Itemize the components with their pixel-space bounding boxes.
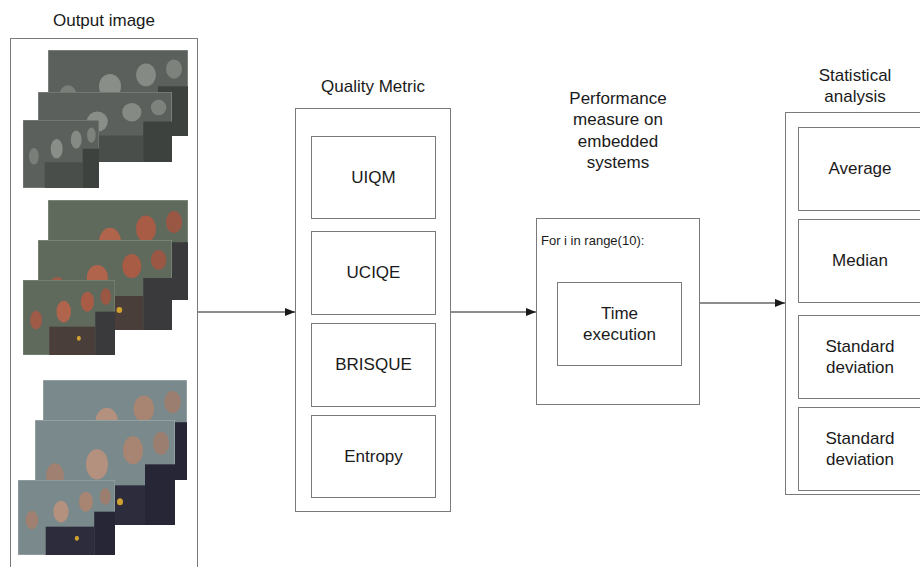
image-panel: Output image xyxy=(10,38,198,567)
flow-arrow xyxy=(700,303,785,304)
photo xyxy=(18,480,115,555)
metric-box: Entropy xyxy=(311,415,436,498)
statistic-box: Median xyxy=(798,219,920,303)
box-label: UIQM xyxy=(343,167,403,188)
box-label: UCIQE xyxy=(339,262,409,283)
box-label: Entropy xyxy=(336,446,411,467)
flow-arrow xyxy=(198,312,295,313)
box-label: Standard deviation xyxy=(799,428,920,471)
box-label: Standard deviation xyxy=(799,336,920,379)
statistic-box: Average xyxy=(798,127,920,211)
process-box: Time execution xyxy=(557,282,682,366)
loop-note: For i in range(10): xyxy=(541,233,644,249)
group-heading: Statistical analysis xyxy=(800,65,910,108)
group-box: Statistical analysisAverageMedianStandar… xyxy=(785,112,920,495)
group-heading: Quality Metric xyxy=(321,76,425,97)
box-label: Average xyxy=(820,158,899,179)
group-heading: Performance measure on embedded systems xyxy=(553,88,683,173)
metric-box: BRISQUE xyxy=(311,323,436,407)
photo xyxy=(23,280,115,355)
box-label: BRISQUE xyxy=(327,354,420,375)
photo xyxy=(23,120,99,188)
statistic-box: Standard deviation xyxy=(798,315,920,399)
metric-box: UCIQE xyxy=(311,231,436,315)
box-label: Time execution xyxy=(558,303,681,346)
flow-arrow xyxy=(451,312,536,313)
metric-box: UIQM xyxy=(311,136,436,219)
statistic-box: Standard deviation xyxy=(798,407,920,491)
group-box: Quality MetricUIQMUCIQEBRISQUEEntropy xyxy=(295,108,451,512)
group-box: Performance measure on embedded systemsF… xyxy=(536,218,700,405)
box-label: Median xyxy=(824,250,896,271)
group-heading: Output image xyxy=(53,10,155,31)
